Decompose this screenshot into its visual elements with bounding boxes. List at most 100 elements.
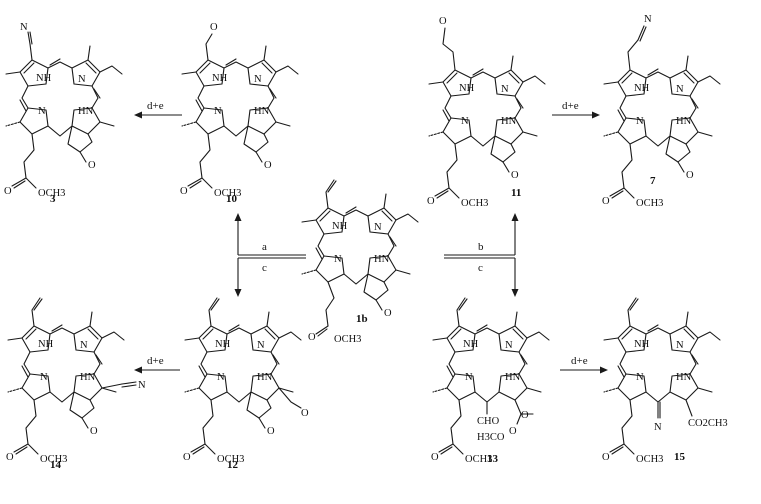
reagent-d-e: d+e bbox=[147, 355, 164, 367]
compound-label-3: 3 bbox=[50, 193, 56, 205]
compound-14: N NH N N HN O O OCH3 14 bbox=[6, 297, 146, 471]
atom-o: O bbox=[511, 170, 519, 181]
atom-o: O bbox=[602, 452, 610, 463]
atom-och3: OCH3 bbox=[334, 334, 361, 345]
atom-hn: HN bbox=[80, 372, 96, 383]
reagent-d-e: d+e bbox=[571, 355, 588, 367]
atom-och3: OCH3 bbox=[38, 188, 65, 199]
atom-och3: OCH3 bbox=[40, 454, 67, 465]
atom-n: N bbox=[214, 106, 222, 117]
atom-h3co: H3CO bbox=[477, 432, 505, 443]
atom-n: N bbox=[461, 116, 469, 127]
atom-o: O bbox=[308, 332, 316, 343]
compound-12: O NH N N HN O O OCH3 12 bbox=[183, 297, 309, 471]
compound-11: O NH N N HN O O OCH3 11 bbox=[427, 16, 546, 209]
atom-nh: NH bbox=[459, 83, 475, 94]
compound-7: N NH N N HN O O OCH3 7 bbox=[602, 14, 721, 209]
atom-n: N bbox=[78, 74, 86, 85]
reagent-c: c bbox=[262, 262, 267, 274]
atom-n: N bbox=[334, 254, 342, 265]
atom-o: O bbox=[427, 196, 435, 207]
atom-o: O bbox=[431, 452, 439, 463]
atom-co2ch3: CO2CH3 bbox=[688, 418, 728, 429]
arrow-12-to-14: d+e bbox=[134, 355, 180, 374]
atom-och3: OCH3 bbox=[465, 454, 492, 465]
compound-15: N CO2CH3 NH N N HN O OCH3 15 bbox=[602, 297, 728, 465]
atom-o: O bbox=[267, 426, 275, 437]
arrow-1b-to-11-and-13: b c bbox=[444, 213, 519, 297]
arrow-1b-to-10-and-12: a c bbox=[234, 213, 306, 297]
atom-o: O bbox=[602, 196, 610, 207]
arrow-11-to-7: d+e bbox=[552, 100, 600, 119]
atom-cho: CHO bbox=[477, 416, 500, 427]
atom-o: O bbox=[90, 426, 98, 437]
atom-o: O bbox=[686, 170, 694, 181]
compound-label-11: 11 bbox=[511, 187, 521, 199]
atom-hn: HN bbox=[505, 372, 521, 383]
atom-o: O bbox=[180, 186, 188, 197]
atom-nh: NH bbox=[212, 73, 228, 84]
atom-nh: NH bbox=[634, 83, 650, 94]
atom-n: N bbox=[465, 372, 473, 383]
compound-10: O NH N N HN O O OCH3 10 bbox=[180, 22, 299, 205]
atom-o: O bbox=[183, 452, 191, 463]
atom-n: N bbox=[40, 372, 48, 383]
atom-n: N bbox=[374, 222, 382, 233]
atom-nh: NH bbox=[463, 339, 479, 350]
atom-och3: OCH3 bbox=[461, 198, 488, 209]
atom-och3: OCH3 bbox=[217, 454, 244, 465]
compound-label-10: 10 bbox=[226, 193, 238, 205]
compound-label-1b: 1b bbox=[356, 313, 368, 325]
reagent-c: c bbox=[478, 262, 483, 274]
atom-nh: NH bbox=[332, 221, 348, 232]
atom-nh: NH bbox=[36, 73, 52, 84]
compound-3: N NH N N HN O O OCH3 3 bbox=[4, 22, 123, 205]
compound-label-7: 7 bbox=[650, 175, 656, 187]
atom-och3: OCH3 bbox=[636, 198, 663, 209]
atom-o: O bbox=[6, 452, 14, 463]
atom-hn: HN bbox=[257, 372, 273, 383]
arrow-13-to-15: d+e bbox=[560, 355, 608, 374]
atom-o: O bbox=[301, 408, 309, 419]
atom-o: O bbox=[439, 16, 447, 27]
compound-label-12: 12 bbox=[227, 459, 239, 471]
atom-hn: HN bbox=[78, 106, 94, 117]
atom-hn: HN bbox=[676, 372, 692, 383]
compound-label-14: 14 bbox=[50, 459, 62, 471]
reagent-d-e: d+e bbox=[147, 100, 164, 112]
atom-n: N bbox=[636, 372, 644, 383]
atom-n: N bbox=[501, 84, 509, 95]
atom-hn: HN bbox=[254, 106, 270, 117]
compound-13: CHO O H3CO O NH N N HN O OCH3 13 bbox=[431, 297, 550, 465]
atom-o: O bbox=[384, 308, 392, 319]
atom-o: O bbox=[509, 426, 517, 437]
atom-och3: OCH3 bbox=[636, 454, 663, 465]
compound-label-15: 15 bbox=[674, 451, 686, 463]
atom-o: O bbox=[210, 22, 218, 33]
atom-hn: HN bbox=[501, 116, 517, 127]
atom-n: N bbox=[505, 340, 513, 351]
atom-n: N bbox=[138, 380, 146, 391]
atom-n: N bbox=[80, 340, 88, 351]
atom-nh: NH bbox=[215, 339, 231, 350]
compound-label-13: 13 bbox=[487, 453, 499, 465]
atom-n: N bbox=[257, 340, 265, 351]
atom-n: N bbox=[676, 84, 684, 95]
atom-hn: HN bbox=[676, 116, 692, 127]
atom-o: O bbox=[264, 160, 272, 171]
atom-n: N bbox=[644, 14, 652, 25]
atom-hn: HN bbox=[374, 254, 390, 265]
atom-nh: NH bbox=[634, 339, 650, 350]
reagent-a: a bbox=[262, 241, 267, 253]
atom-nh: NH bbox=[38, 339, 54, 350]
atom-o: O bbox=[88, 160, 96, 171]
compound-1b: NH N N HN O O OCH3 1b bbox=[301, 179, 419, 345]
atom-n: N bbox=[654, 422, 662, 433]
atom-o: O bbox=[4, 186, 12, 197]
atom-n: N bbox=[254, 74, 262, 85]
atom-n: N bbox=[676, 340, 684, 351]
reagent-b: b bbox=[478, 241, 484, 253]
atom-n: N bbox=[636, 116, 644, 127]
atom-n: N bbox=[20, 22, 28, 33]
